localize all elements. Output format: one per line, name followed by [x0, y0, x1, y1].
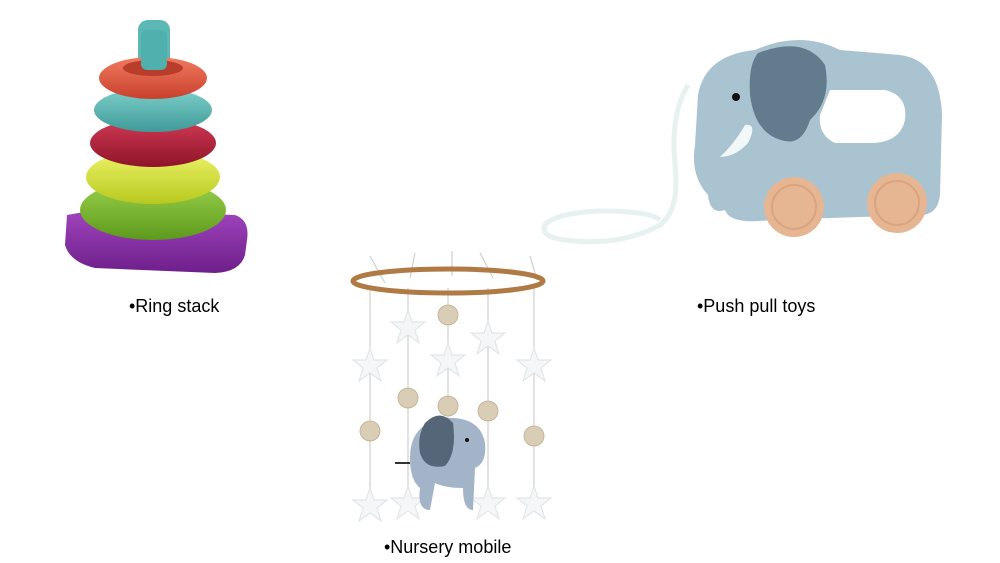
star-decoration — [351, 346, 389, 383]
caption-nursery-mobile: •Nursery mobile — [384, 537, 512, 557]
wheel-grain — [874, 180, 920, 226]
elephant-body-hole — [819, 90, 906, 143]
ring-teal — [94, 88, 212, 132]
nursery-mobile-image — [350, 251, 553, 523]
star-decoration — [515, 484, 553, 521]
elephant-eye — [732, 93, 740, 101]
ball-decoration — [397, 387, 419, 409]
caption-ring-stack: •Ring stack — [129, 296, 220, 316]
star-decoration — [469, 319, 507, 356]
star-decoration — [469, 484, 507, 521]
felt-elephant-eye — [465, 438, 469, 442]
ball-decoration — [359, 420, 381, 442]
elephant-ear — [749, 46, 827, 142]
ring-peg-top — [141, 30, 167, 70]
star-decoration — [389, 308, 427, 345]
ball-decoration — [477, 400, 499, 422]
ball-decoration — [437, 304, 459, 326]
ring-stack-toy-image — [65, 20, 248, 273]
star-decoration — [429, 341, 467, 378]
wheel-grain — [771, 184, 817, 230]
mobile-hoop — [350, 266, 546, 296]
felt-elephant-ear — [419, 415, 454, 467]
ring-red — [90, 119, 216, 167]
star-decoration — [351, 486, 389, 523]
ball-decoration — [523, 425, 545, 447]
elephant-tusk — [720, 124, 753, 157]
star-decoration — [515, 346, 553, 383]
pull-string — [541, 83, 691, 245]
caption-push-pull-toys: •Push pull toys — [697, 296, 816, 316]
ball-decoration — [437, 395, 459, 417]
elephant-pull-toy-image — [541, 40, 942, 245]
ring-yellow — [86, 150, 220, 204]
